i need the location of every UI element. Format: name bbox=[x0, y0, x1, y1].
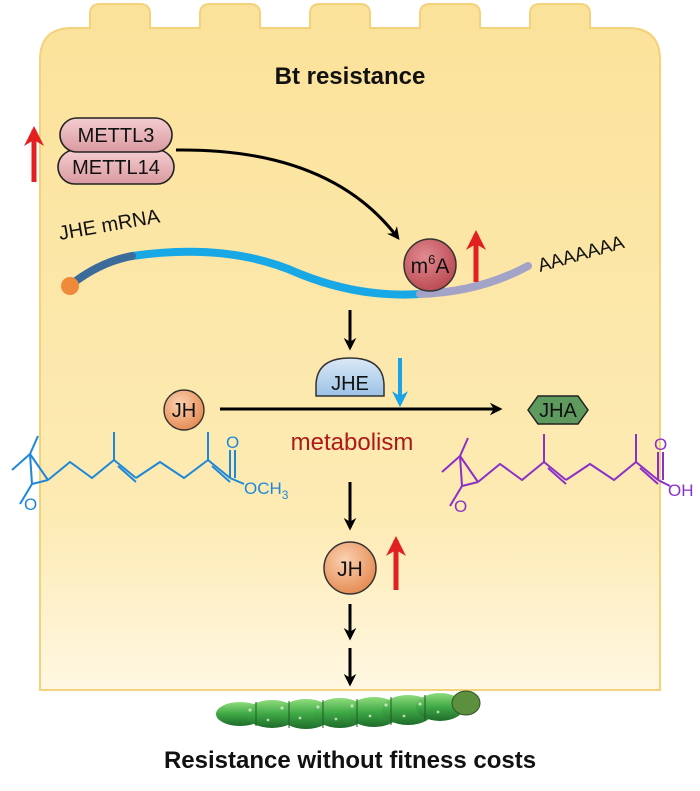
mrna-strand bbox=[61, 247, 532, 299]
enzyme-complex: METTL14 METTL3 bbox=[57, 117, 175, 185]
jhe-enzyme bbox=[315, 357, 385, 397]
jh-structure bbox=[11, 432, 245, 505]
mrna-utr-segment bbox=[416, 262, 532, 298]
m6a-superscript: 6 bbox=[428, 252, 435, 267]
jh-ester-subscript: 3 bbox=[282, 488, 289, 502]
jh-left-node bbox=[163, 389, 205, 431]
jha-node bbox=[527, 395, 589, 425]
jh-carbonyl-o: O bbox=[226, 433, 239, 452]
enzyme-mettl3-label: METTL3 bbox=[78, 125, 155, 147]
m6a-base: m bbox=[411, 255, 429, 278]
mrna-blue-segment bbox=[128, 247, 424, 299]
jh-left-label: JH bbox=[172, 400, 196, 422]
diagram-title: Bt resistance bbox=[275, 63, 426, 90]
jh-epoxide-o: O bbox=[24, 495, 37, 514]
enzyme-mettl3 bbox=[59, 117, 173, 153]
jha-acid-group: OH bbox=[668, 481, 694, 500]
jha-epoxide-o: O bbox=[454, 497, 467, 516]
enzyme-mettl14-label: METTL14 bbox=[72, 157, 160, 179]
methylation-arrow bbox=[175, 148, 400, 241]
jh-center-label: JH bbox=[337, 558, 363, 581]
jha-label: JHA bbox=[539, 400, 577, 422]
m6a-label: m6A bbox=[411, 252, 450, 278]
m6a-node bbox=[403, 238, 457, 292]
mrna-cap bbox=[61, 277, 79, 295]
mrna-dark-segment bbox=[68, 252, 136, 288]
jh-ester-label: OCH bbox=[244, 479, 282, 498]
metabolism-label: metabolism bbox=[291, 429, 414, 456]
caterpillar bbox=[216, 690, 481, 729]
footer-title: Resistance without fitness costs bbox=[164, 747, 536, 774]
m6a-suffix: A bbox=[435, 255, 449, 278]
jha-carbonyl-o: O bbox=[654, 435, 667, 454]
jh-ester-group: OCH3 bbox=[244, 479, 289, 502]
jh-center-node bbox=[323, 541, 377, 595]
jhe-label: JHE bbox=[331, 373, 369, 395]
jha-structure bbox=[441, 434, 671, 507]
